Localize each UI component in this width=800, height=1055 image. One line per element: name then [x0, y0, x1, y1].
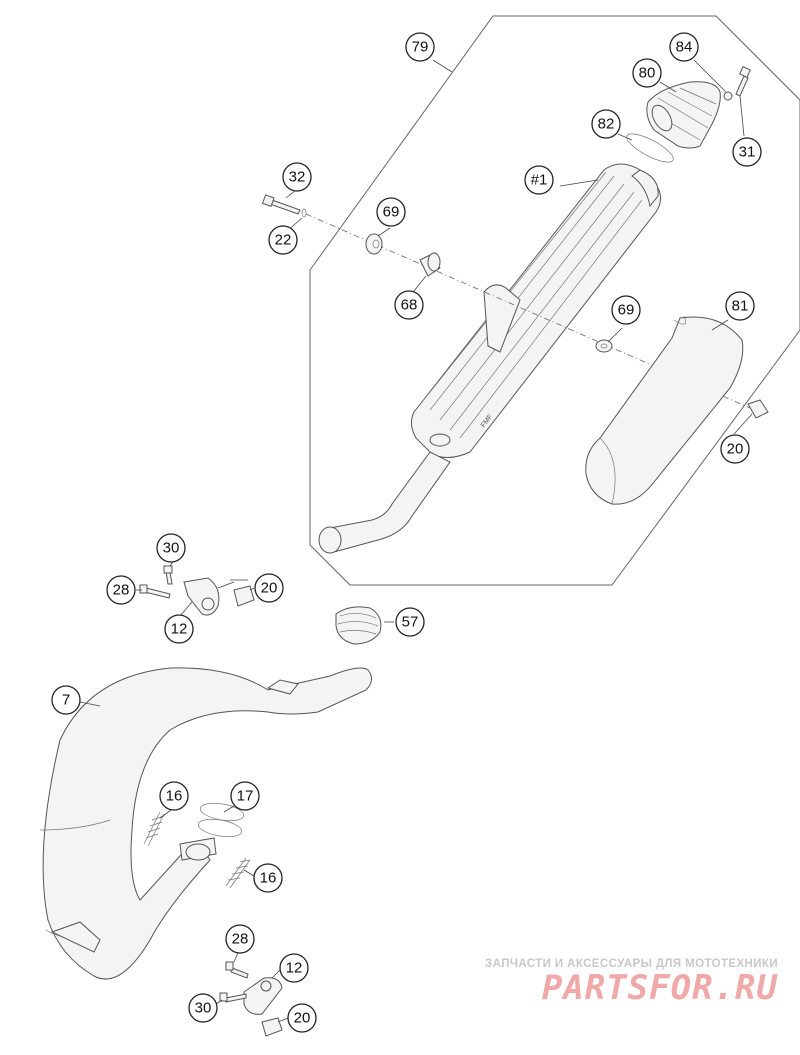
svg-text:20: 20	[294, 1010, 311, 1027]
washer-69-left	[365, 233, 383, 255]
callout-32: 32	[282, 162, 312, 192]
svg-text:12: 12	[171, 621, 188, 638]
callout-20-bottom: 20	[287, 1003, 317, 1033]
callout-1: #1	[524, 165, 554, 195]
clip-nut-20-top	[747, 399, 769, 419]
callout-16-upper: 16	[159, 781, 189, 811]
svg-text:28: 28	[113, 582, 130, 599]
svg-text:7: 7	[62, 692, 70, 709]
callout-28-bottom: 28	[225, 924, 255, 954]
svg-text:32: 32	[289, 169, 306, 186]
clip-nut-20-bottom	[261, 1017, 283, 1037]
callout-81: 81	[725, 291, 755, 321]
callout-30-bottom: 30	[188, 993, 218, 1023]
svg-text:84: 84	[676, 39, 693, 56]
screw-30-top	[163, 565, 173, 585]
callout-31: 31	[732, 137, 762, 167]
callout-20-top: 20	[720, 434, 750, 464]
end-cap	[646, 81, 721, 149]
callout-12-top: 12	[164, 614, 194, 644]
svg-text:20: 20	[727, 441, 744, 458]
spring-16-upper	[143, 811, 165, 847]
callout-12-bottom: 12	[279, 953, 309, 983]
washer-69-right	[595, 339, 613, 353]
callout-16-lower: 16	[253, 863, 283, 893]
svg-text:68: 68	[401, 297, 418, 314]
bracket-12-bottom	[243, 977, 283, 1015]
screw-31	[735, 66, 751, 97]
washer-84	[723, 91, 733, 101]
svg-text:30: 30	[195, 1000, 212, 1017]
svg-text:17: 17	[237, 788, 254, 805]
svg-text:69: 69	[618, 302, 635, 319]
header-pipe	[39, 667, 372, 980]
bracket-12-top	[183, 577, 220, 616]
svg-text:31: 31	[739, 144, 756, 161]
callout-79: 79	[405, 32, 435, 62]
grommet-68	[419, 252, 441, 277]
watermark: ЗАПЧАСТИ И АКСЕССУАРЫ ДЛЯ МОТОТЕХНИКИ PA…	[478, 958, 778, 1008]
spring-16-lower	[225, 857, 251, 889]
muffler-body: FMF	[318, 163, 662, 554]
bolt-28-top	[139, 584, 171, 599]
svg-text:57: 57	[402, 614, 419, 631]
svg-text:#1: #1	[531, 172, 548, 189]
watermark-brand: PARTSFOR.RU	[541, 968, 778, 1008]
svg-text:30: 30	[163, 540, 180, 557]
svg-text:12: 12	[286, 960, 303, 977]
callout-82: 82	[591, 109, 621, 139]
callout-22: 22	[268, 225, 298, 255]
heat-shield	[585, 315, 744, 505]
svg-text:82: 82	[598, 116, 615, 133]
svg-text:22: 22	[275, 232, 292, 249]
callout-30-top: 30	[156, 533, 186, 563]
svg-text:80: 80	[639, 65, 656, 82]
svg-text:69: 69	[383, 204, 400, 221]
callout-17: 17	[230, 781, 260, 811]
svg-text:20: 20	[261, 580, 278, 597]
callout-68: 68	[394, 290, 424, 320]
callout-84: 84	[669, 32, 699, 62]
callout-20-mid: 20	[254, 573, 284, 603]
screw-30-bottom	[219, 992, 247, 1003]
clip-nut-20-mid	[233, 585, 255, 607]
silencer-group-outline	[309, 15, 800, 586]
callout-7: 7	[51, 685, 81, 715]
svg-text:28: 28	[232, 931, 249, 948]
o-ring-17-b	[197, 818, 243, 838]
callout-57: 57	[395, 607, 425, 637]
callout-28-top: 28	[106, 575, 136, 605]
washer-22	[301, 208, 307, 218]
callout-69-right: 69	[611, 295, 641, 325]
callout-69-left: 69	[376, 197, 406, 227]
svg-text:16: 16	[166, 788, 183, 805]
damper-57	[335, 606, 382, 645]
svg-text:79: 79	[412, 39, 429, 56]
callout-80: 80	[632, 58, 662, 88]
svg-text:16: 16	[260, 870, 277, 887]
bolt-32	[261, 194, 301, 215]
sealing-ring	[626, 133, 674, 163]
bolt-28-bottom	[225, 961, 249, 979]
svg-text:81: 81	[732, 298, 749, 315]
watermark-tagline: ЗАПЧАСТИ И АКСЕССУАРЫ ДЛЯ МОТОТЕХНИКИ	[485, 958, 778, 970]
